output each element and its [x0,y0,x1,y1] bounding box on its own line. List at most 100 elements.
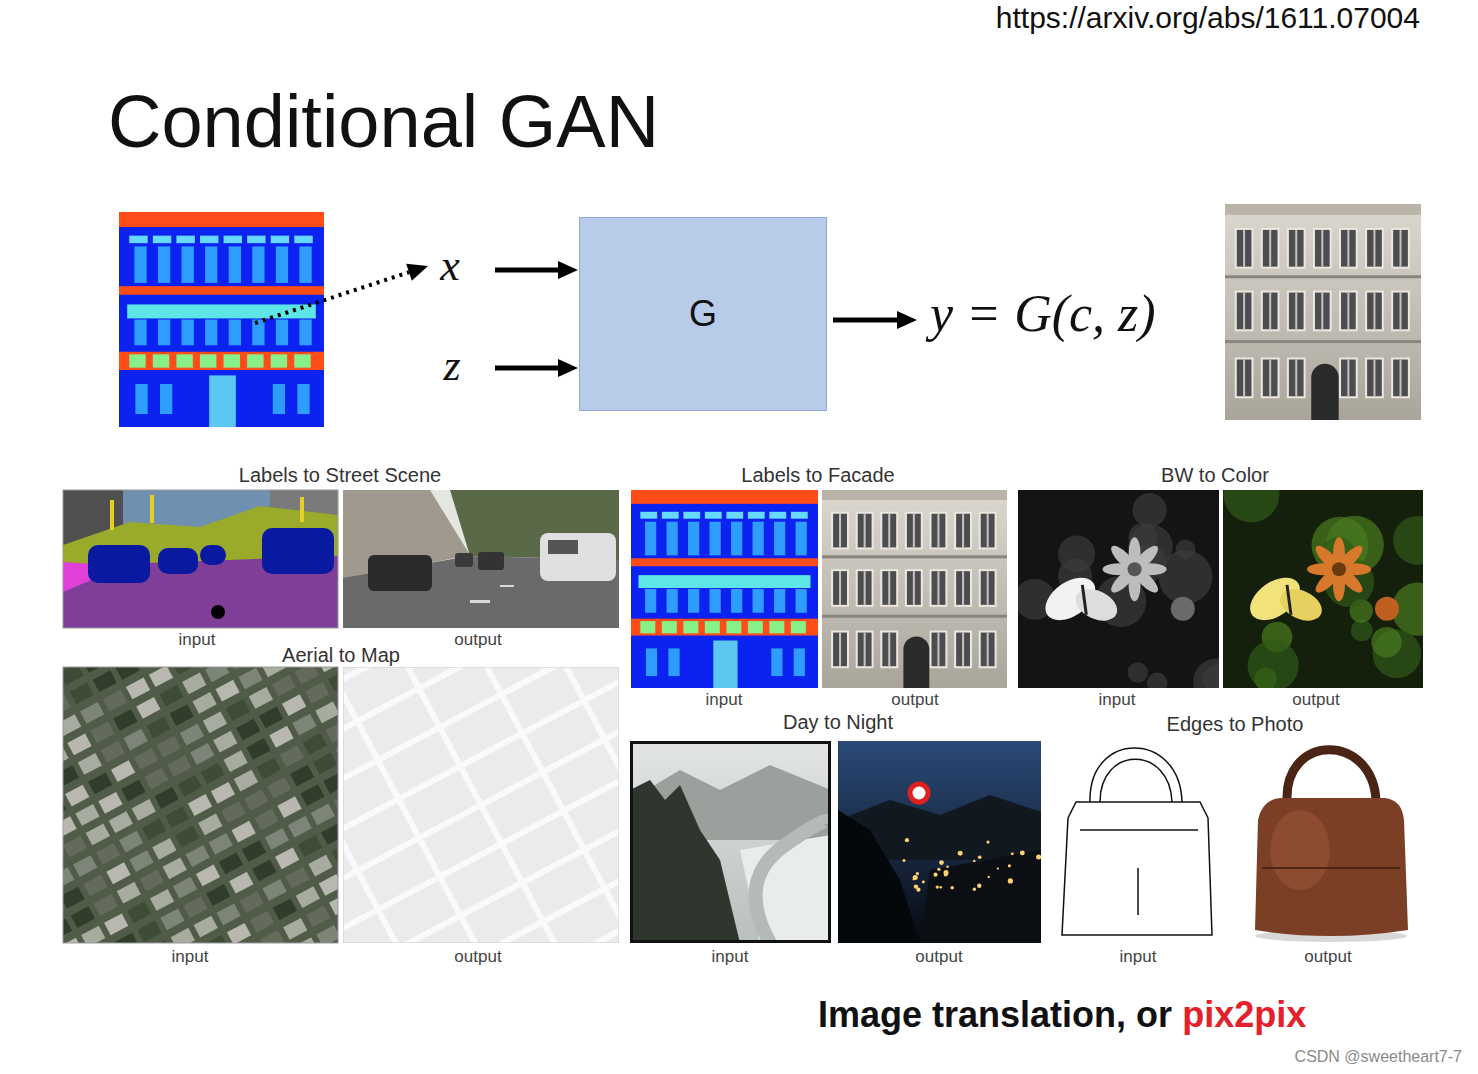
window-frame [930,512,948,550]
aerial-roof [311,804,335,826]
aerial-roof [323,772,338,794]
window-frame [880,631,898,669]
facade-label-map [705,512,722,519]
window [858,633,872,667]
aerial-roof [211,782,235,804]
arrow-head [558,359,578,377]
aerial-roof [65,785,89,807]
window [1315,293,1330,330]
facade-label-map [710,589,721,613]
facade-label-map [710,522,721,556]
aerial-roof [111,760,135,782]
picture-panel [343,667,619,943]
window [956,514,970,548]
window-bar [839,571,841,605]
building-wall [1225,204,1421,420]
facade-label-map [158,246,170,283]
window-frame [905,569,923,607]
night-sky [838,741,1041,943]
facade-label-map [224,354,240,367]
aerial-roof [209,833,233,855]
aerial-roof [300,784,324,806]
window-bar [1373,360,1375,397]
window [1289,360,1304,397]
facade-label-map [774,522,785,556]
light [916,888,920,892]
aerial-roof [273,898,297,920]
light [905,838,909,842]
facade-label-map [119,286,324,295]
aerial-roof [292,714,316,736]
panel-caption: output [454,630,501,650]
aerial-roof [80,702,104,724]
window-bar [839,633,841,667]
aerial-roof [137,921,161,943]
aerial-roof [98,792,122,814]
door [1311,364,1338,420]
window-frame [954,569,972,607]
aerial-roof [254,809,278,831]
aerial-roof [150,889,174,911]
aerial-roof [126,678,150,700]
aerial-roof [113,709,137,731]
window-bar [987,633,989,667]
window-frame [856,512,874,550]
window-bar [987,514,989,548]
aerial-roof [152,838,176,860]
lane-mark [470,600,490,603]
aerial-roof [117,882,141,904]
butterfly-body [1287,585,1291,615]
aerial-roof [175,826,199,848]
aerial-roof [236,719,260,741]
frame [63,667,338,943]
facade-label-map [182,320,194,346]
aerial-roof [149,667,173,687]
aerial-roof [163,857,187,879]
aerial-roof [298,835,322,857]
aerial-roof [215,680,239,702]
aerial-roof [260,930,284,943]
butterfly-body [1082,585,1086,615]
facade-label-map [271,354,287,367]
car [368,555,432,591]
panel-caption: output [454,947,501,967]
light [936,885,939,888]
window-frame [979,512,997,550]
aerial-roof [63,816,77,838]
window-bar [987,571,989,605]
window-bar [1295,360,1297,397]
window [1263,360,1278,397]
picture-panel [1225,204,1421,420]
aerial-roof [250,911,274,933]
aerial-roof [192,692,216,714]
facade-label-map [683,621,698,633]
aerial-roof [188,794,212,816]
panel-caption: input [172,947,209,967]
facade-label-map [158,320,170,346]
aerial-roof [63,938,82,943]
aerial-roof [308,855,332,877]
window-frame [1391,358,1410,399]
aerial-roof [229,872,253,894]
street [360,852,619,943]
aerial-roof [106,862,130,884]
aerial-roof [94,894,118,916]
window-frame [831,631,849,669]
window [907,514,921,548]
aerial-ground [63,667,338,943]
aerial-roof [257,758,281,780]
aerial-roof [204,935,228,943]
window-bar [962,571,964,605]
window [1263,293,1278,330]
light [973,860,976,863]
aerial-roof [124,729,148,751]
picture-panel [1223,490,1423,688]
facade-label-map [209,375,236,427]
road [756,821,831,944]
facade-label-map [769,621,784,633]
aerial-roof [329,893,338,915]
aerial-roof [249,687,273,709]
window-frame [1313,291,1332,332]
aerial-roof [186,845,210,867]
sky-label [63,490,338,628]
